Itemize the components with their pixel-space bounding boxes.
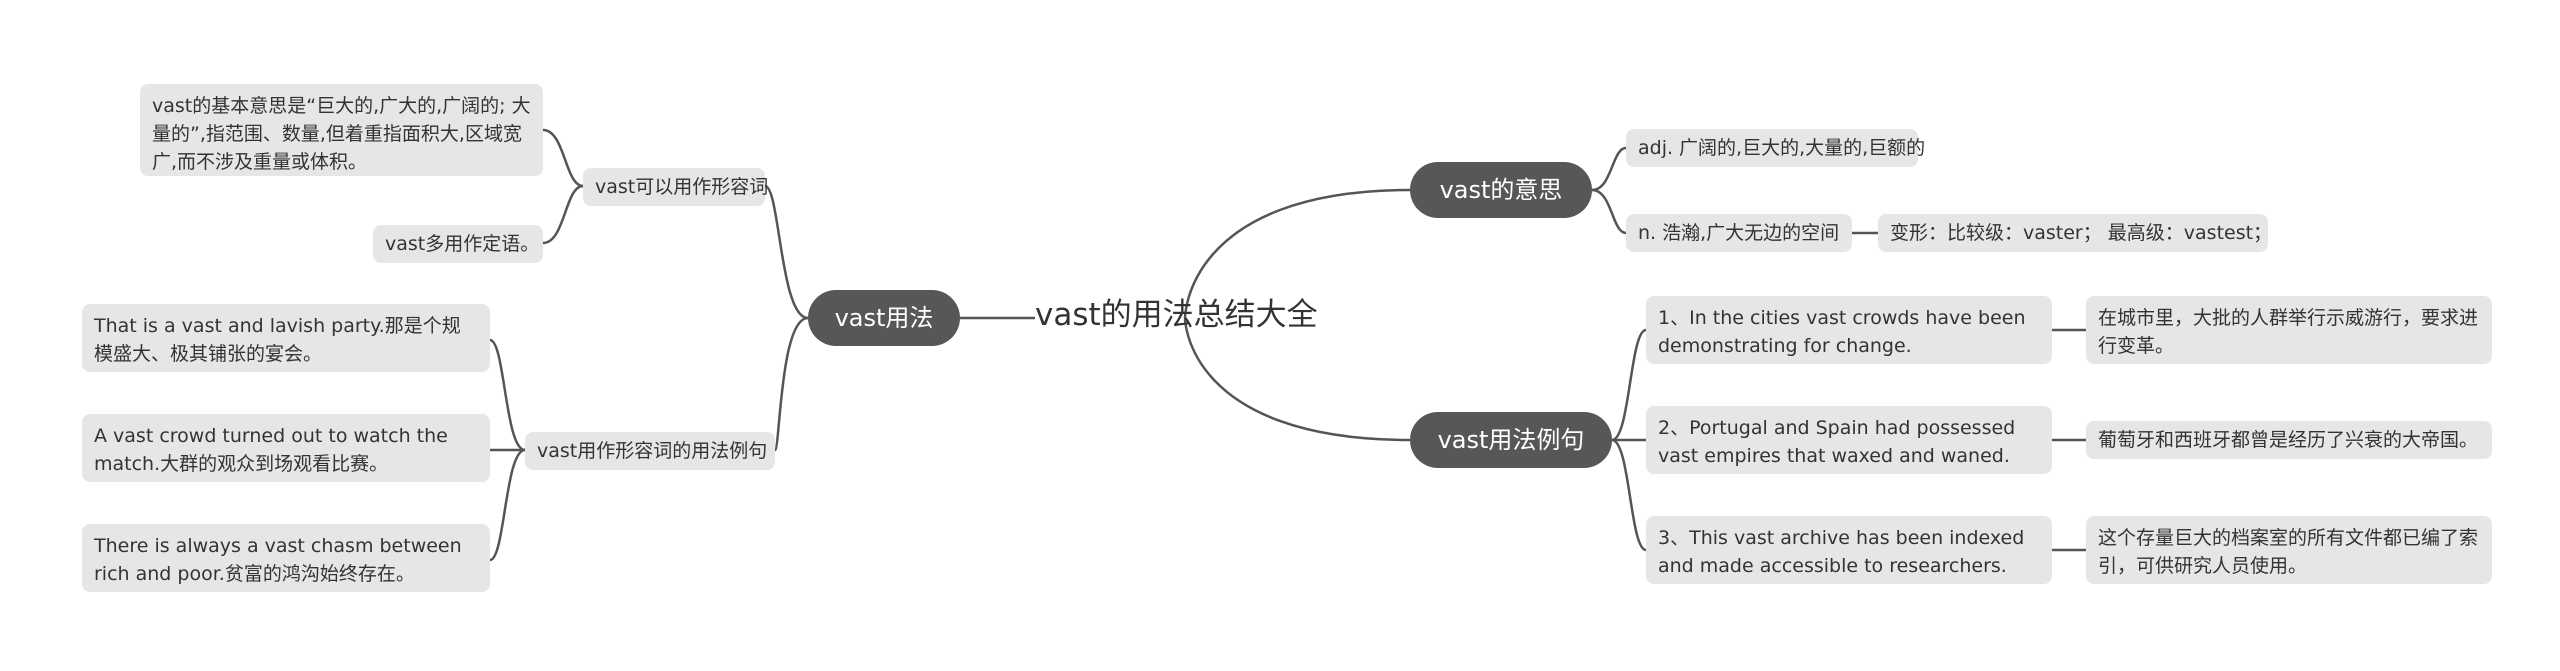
link-adj-detail — [542, 128, 584, 188]
example-3-zh[interactable]: 这个存量巨大的档案室的所有文件都已编了索引，可供研究人员使用。 — [2086, 516, 2492, 584]
node-meaning-adj[interactable]: adj. 广阔的,巨大的,大量的,巨额的 — [1626, 129, 1925, 167]
central-topic[interactable]: vast的用法总结大全 — [1035, 297, 1318, 333]
topic-examples[interactable]: vast用法例句 — [1410, 412, 1612, 468]
example-2-en[interactable]: 2、Portugal and Spain had possessed vast … — [1646, 406, 2052, 474]
adj-example-2[interactable]: A vast crowd turned out to watch the mat… — [82, 414, 490, 482]
node-forms[interactable]: 变形：比较级：vaster； 最高级：vastest； — [1878, 214, 2272, 252]
example-3-en[interactable]: 3、This vast archive has been indexed and… — [1646, 516, 2052, 584]
example-1-zh[interactable]: 在城市里，大批的人群举行示威游行，要求进行变革。 — [2086, 296, 2492, 364]
node-meaning-noun[interactable]: n. 浩瀚,广大无边的空间 — [1626, 214, 1852, 252]
link-meaning-adj — [1591, 146, 1627, 192]
link-adjex-1 — [489, 338, 526, 452]
topic-usage[interactable]: vast用法 — [808, 290, 960, 346]
link-usage-adj — [764, 184, 809, 320]
link-usage-adjexamples — [773, 316, 809, 452]
link-examples-3 — [1611, 438, 1647, 552]
link-center-meaning — [1183, 188, 1411, 319]
link-meaning-noun — [1591, 188, 1627, 235]
node-adj-detail[interactable]: vast的基本意思是“巨大的,广大的,广阔的; 大量的”,指范围、数量,但着重指… — [140, 84, 543, 176]
adj-example-3[interactable]: There is always a vast chasm between ric… — [82, 524, 490, 592]
node-adj-usage[interactable]: vast可以用作形容词 — [583, 168, 768, 206]
link-adjex-3 — [489, 448, 526, 562]
node-attributive[interactable]: vast多用作定语。 — [373, 225, 543, 263]
adj-example-1[interactable]: That is a vast and lavish party.那是个规模盛大、… — [82, 304, 490, 372]
link-adj-attributive — [542, 184, 584, 245]
example-1-en[interactable]: 1、In the cities vast crowds have been de… — [1646, 296, 2052, 364]
example-2-zh[interactable]: 葡萄牙和西班牙都曾是经历了兴衰的大帝国。 — [2086, 421, 2492, 459]
link-examples-1 — [1611, 328, 1647, 442]
topic-meaning[interactable]: vast的意思 — [1410, 162, 1592, 218]
node-adj-examples[interactable]: vast用作形容词的用法例句 — [525, 432, 775, 470]
link-center-examples — [1183, 317, 1411, 442]
